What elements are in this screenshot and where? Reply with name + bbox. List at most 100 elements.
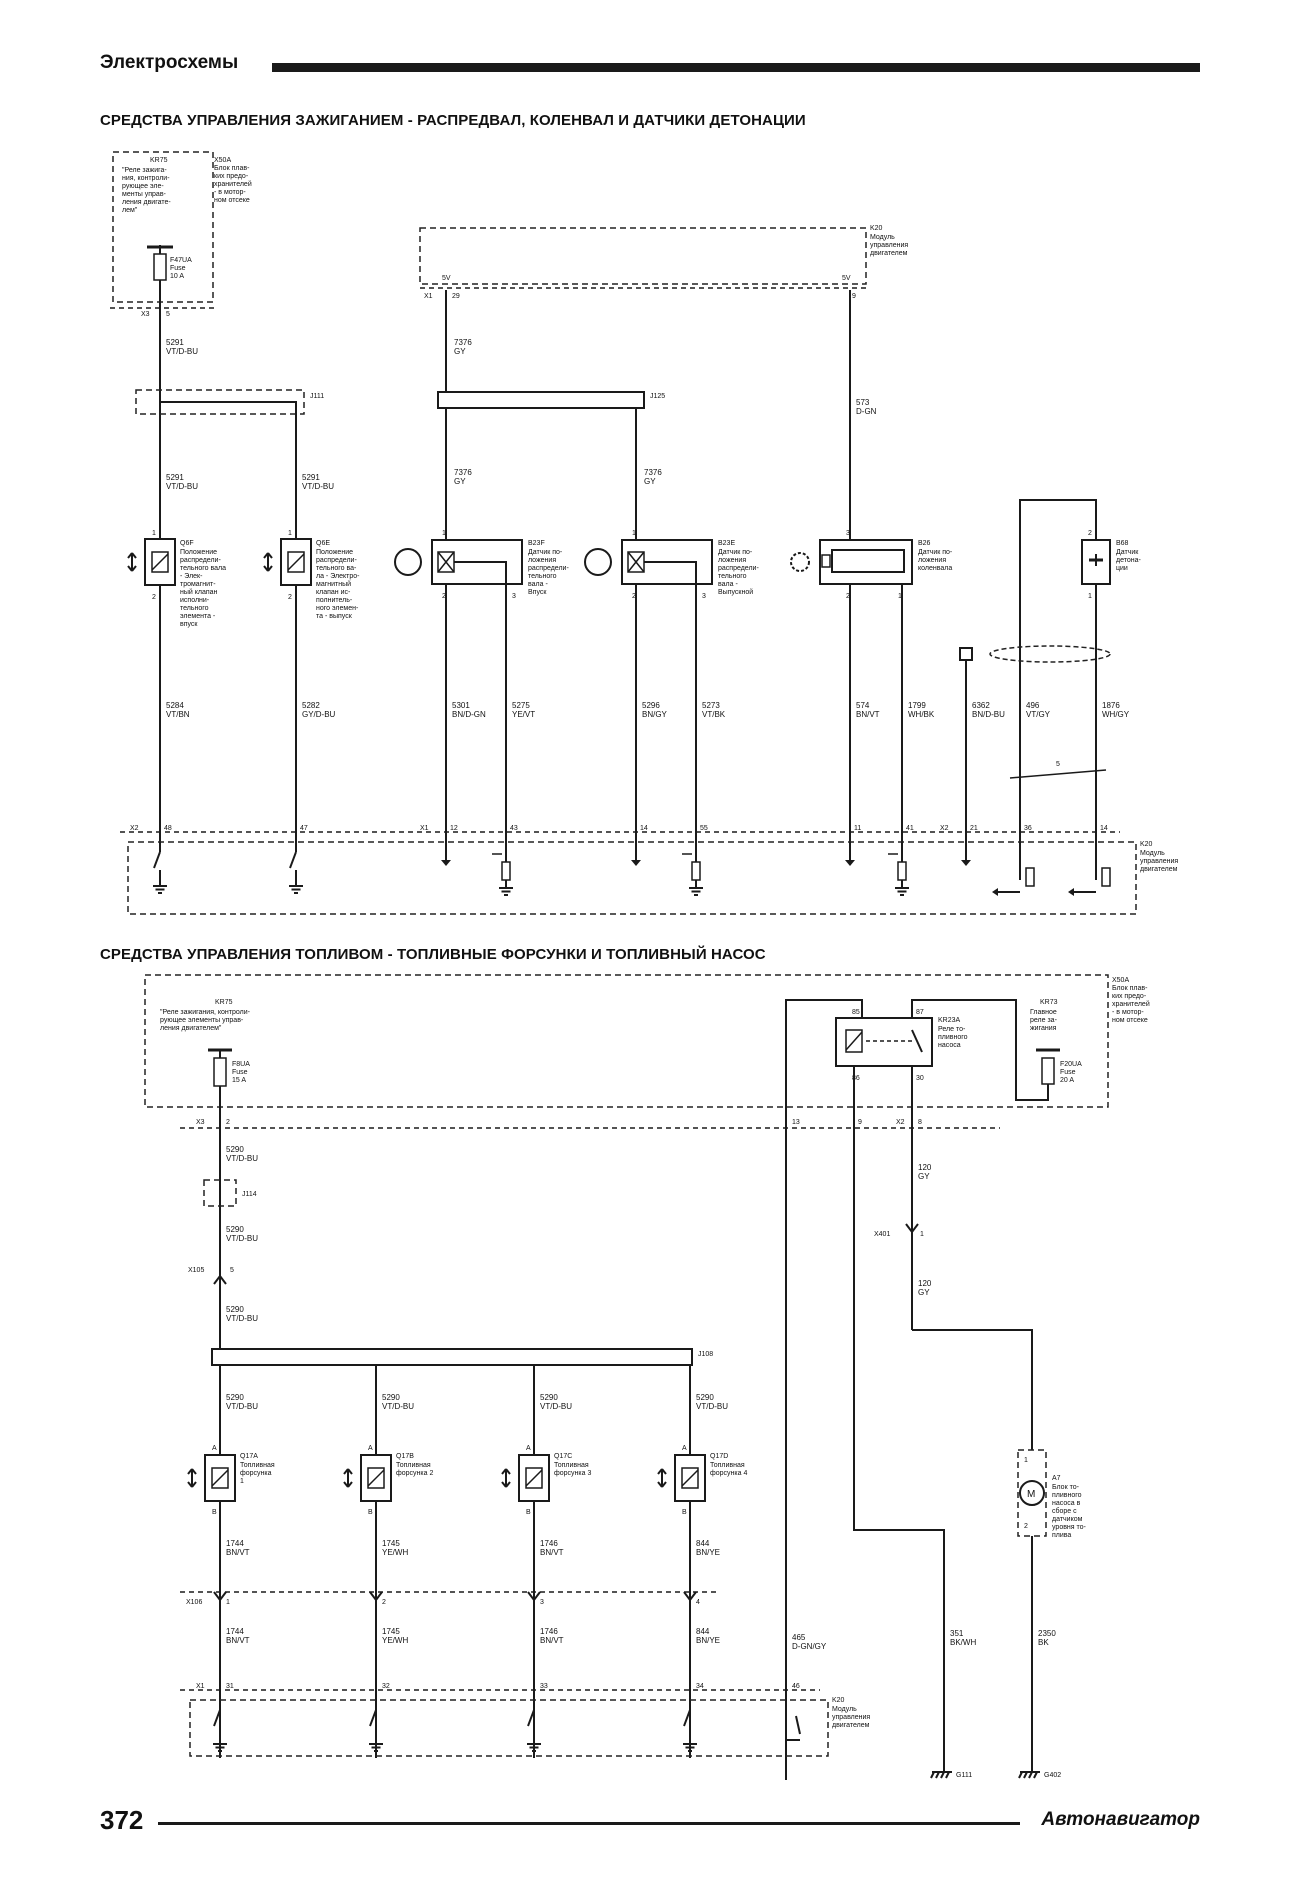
x50a-fuse-block-ign xyxy=(112,151,214,303)
label-line: Модуль xyxy=(1140,850,1165,857)
label-line: Реле то- xyxy=(938,1026,966,1033)
q6f-pin2: 2 xyxy=(152,594,156,601)
label-line: коленвала xyxy=(918,565,952,572)
b26-magnet xyxy=(821,554,831,568)
x1-top-id: X1 xyxy=(424,293,433,300)
label-line: Главное xyxy=(1030,1009,1057,1016)
wire-5290-inj-3-color: VT/D-BU xyxy=(540,1402,572,1411)
label-line: Блок то- xyxy=(1052,1484,1080,1491)
injector-q17c-actuator-tip xyxy=(501,1481,507,1488)
k20-bottom-id: K20 xyxy=(1140,841,1153,848)
label-line: та - выпуск xyxy=(316,613,353,620)
x3-fuel-pin13: 13 xyxy=(792,1119,800,1126)
pin-36: 36 xyxy=(1024,825,1032,832)
x401-pin: 1 xyxy=(920,1231,924,1238)
twist-label: 5 xyxy=(1056,761,1060,768)
ground-g111-hatch xyxy=(935,1771,940,1779)
kr75-desc: "Реле зажига-ния, контроли-рующее эле-ме… xyxy=(122,167,171,214)
relay-pin-86: 86 xyxy=(852,1075,860,1082)
wire-120-label-a-color: GY xyxy=(918,1172,930,1181)
b68-wire-loop xyxy=(1019,499,1097,730)
wire-6362-label-number: 6362 xyxy=(972,701,990,710)
wire-inj-out-a-3-number: 1746 xyxy=(540,1539,558,1548)
kr23a-id: KR23A xyxy=(938,1017,961,1024)
injector-q17d-actuator-tip xyxy=(657,1481,663,1488)
b23e-desc: Датчик по-ложенияраспредели-тельноговала… xyxy=(718,549,759,596)
label-line: Топливная xyxy=(396,1462,431,1469)
b23e-pin1: 1 xyxy=(632,530,636,537)
inj-driver-3-blade xyxy=(527,1709,535,1727)
pcm-knock-resistor-1 xyxy=(1101,867,1111,887)
b23e-pin3: 3 xyxy=(702,593,706,600)
b68-id: B68 xyxy=(1116,540,1129,547)
wire-5273-label-color: VT/BK xyxy=(702,710,726,719)
wire-inj-out-a-3-color: BN/VT xyxy=(540,1548,564,1557)
a7-pin2: 2 xyxy=(1024,1523,1028,1530)
pin-12: 12 xyxy=(450,825,458,832)
wire-5291-label-b-number: 5291 xyxy=(302,473,320,482)
label-line: рующее эле- xyxy=(122,183,164,190)
b23f-id: B23F xyxy=(528,540,545,547)
k20-module-bottom xyxy=(127,841,1137,915)
x106-pin-4: 4 xyxy=(696,1599,700,1606)
label-line: насоса в xyxy=(1052,1500,1081,1507)
relay-kr23a-coil-slash xyxy=(845,1031,863,1051)
label-line: Положение xyxy=(316,549,353,556)
label-line: пливного xyxy=(938,1034,968,1041)
x1-pin-29: 29 xyxy=(452,293,460,300)
wire-1876-label-number: 1876 xyxy=(1102,701,1120,710)
x1-fuel-pin-2: 32 xyxy=(382,1683,390,1690)
x106-mark-3 xyxy=(527,1591,541,1602)
injector-q17d-actuator-tip xyxy=(661,1468,667,1475)
injector-id-1: Q17A xyxy=(240,1453,258,1460)
page-footer: 372 Автонавигатор xyxy=(100,1805,1200,1835)
pcm-ref-arrow xyxy=(441,860,451,866)
label-line: ких предо- xyxy=(1112,993,1147,1000)
x2-bottom-id: X2 xyxy=(130,825,139,832)
v5-a-label: 5V xyxy=(442,275,451,282)
splice-j114 xyxy=(203,1179,237,1207)
pin-48: 48 xyxy=(164,825,172,832)
wire-5290-label-b-color: VT/D-BU xyxy=(226,1234,258,1243)
label-line: ложения xyxy=(718,557,746,564)
q6f-pin1: 1 xyxy=(152,530,156,537)
solenoid-q6e-actuator-tip xyxy=(263,565,269,572)
wire-relay-feed xyxy=(911,999,1049,1101)
pcm-resistor-2 xyxy=(897,861,907,881)
label-line: Модуль xyxy=(832,1706,857,1713)
label-line: "Реле зажига- xyxy=(122,167,167,174)
label-line: пливного xyxy=(1052,1492,1082,1499)
label-line: распредели- xyxy=(316,557,357,564)
injector-q17c-actuator-tip xyxy=(505,1468,511,1475)
label-line: - в мотор- xyxy=(1112,1009,1144,1016)
label-line: реле за- xyxy=(1030,1017,1058,1024)
label-line: менты управ- xyxy=(122,191,167,198)
label-line: впуск xyxy=(180,621,198,628)
a7-id: A7 xyxy=(1052,1475,1061,1482)
b23f-x2 xyxy=(437,551,455,573)
pin-55: 55 xyxy=(700,825,708,832)
wire-351-label-color: BK/WH xyxy=(950,1638,976,1647)
wire-5301-label-color: BN/D-GN xyxy=(452,710,486,719)
label-line: Fuse xyxy=(170,265,186,272)
pin-14: 14 xyxy=(640,825,648,832)
x106-mark-4 xyxy=(683,1591,697,1602)
j114-id: J114 xyxy=(242,1191,257,1198)
x2-fuel-id: X2 xyxy=(896,1119,905,1126)
wire-5284-label-number: 5284 xyxy=(166,701,184,710)
label-line: тельного xyxy=(718,573,747,580)
x1-fuel-pin-46: 46 xyxy=(792,1683,800,1690)
inj-driver-2-blade xyxy=(369,1709,377,1727)
wire-5290-inj-2-color: VT/D-BU xyxy=(382,1402,414,1411)
wire-5291-branch xyxy=(160,401,297,540)
injector-q17b-actuator-tip xyxy=(343,1481,349,1488)
label-line: вала - xyxy=(528,581,548,588)
label-line: тельного ва- xyxy=(316,565,357,572)
label-line: форсунка xyxy=(240,1470,272,1477)
